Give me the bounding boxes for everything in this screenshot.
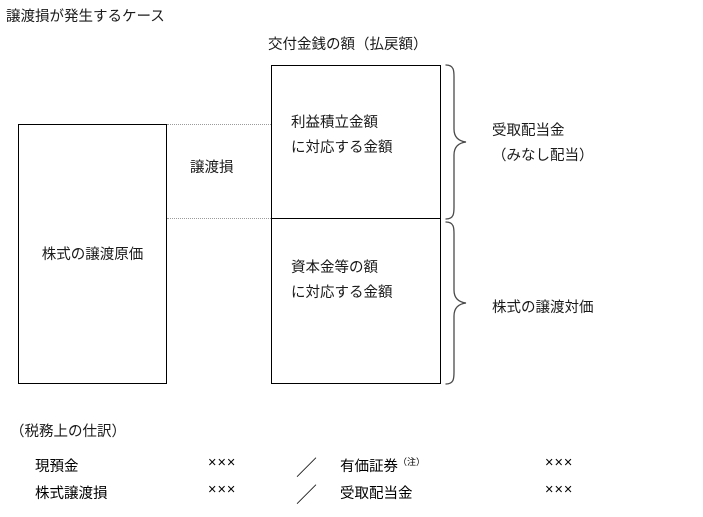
journal-credit-account: 有価証券（注） — [340, 455, 425, 476]
retained-earnings-portion-label: 利益積立金額 に対応する金額 — [291, 111, 393, 161]
journal-separator-slash: ／ — [296, 484, 317, 507]
transfer-loss-label: 譲渡損 — [190, 160, 234, 176]
journal-row: 株式譲渡損 ××× ／ 受取配当金 ××× — [0, 482, 703, 507]
journal-debit-account: 株式譲渡損 — [35, 486, 108, 502]
capital-portion-label: 資本金等の額 に対応する金額 — [291, 256, 393, 306]
share-transfer-consideration-line-1: 株式の譲渡対価 — [492, 300, 594, 316]
upper-brace-icon — [444, 63, 470, 226]
payout-amount-header: 交付金銭の額（払戻額） — [268, 37, 428, 53]
deemed-dividend-line-1: 受取配当金 — [492, 123, 565, 139]
journal-debit-amount: ××× — [208, 455, 237, 471]
journal-credit-account-text: 受取配当金 — [340, 486, 413, 502]
share-transfer-cost-label: 株式の譲渡原価 — [41, 247, 144, 263]
page-title: 譲渡損が発生するケース — [6, 9, 165, 25]
journal-credit-amount: ××× — [545, 455, 574, 471]
lower-brace-icon — [444, 220, 470, 391]
deemed-dividend-line-2: （みなし配当） — [492, 147, 594, 164]
journal-debit-account: 現預金 — [35, 459, 79, 475]
capital-line-2: に対応する金額 — [291, 284, 393, 301]
payout-box-divider — [271, 218, 441, 219]
journal-section-heading: （税務上の仕訳） — [10, 424, 126, 440]
journal-row: 現預金 ××× ／ 有価証券（注） ××× — [0, 455, 703, 480]
journal-credit-amount: ××× — [545, 482, 574, 498]
journal-separator-slash: ／ — [296, 457, 317, 480]
capital-line-1: 資本金等の額 — [291, 260, 378, 276]
connector-line-middle — [167, 218, 271, 219]
connector-line-top — [167, 124, 271, 125]
deemed-dividend-label: 受取配当金 （みなし配当） — [492, 119, 594, 169]
payout-amount-box — [271, 65, 441, 384]
share-transfer-consideration-label: 株式の譲渡対価 — [492, 296, 594, 321]
footnote-marker: （注） — [398, 457, 426, 468]
journal-credit-account: 受取配当金 — [340, 482, 413, 503]
share-transfer-cost-box — [18, 124, 167, 384]
retained-earnings-line-1: 利益積立金額 — [291, 115, 378, 131]
journal-debit-amount: ××× — [208, 482, 237, 498]
retained-earnings-line-2: に対応する金額 — [291, 139, 393, 156]
journal-credit-account-text: 有価証券 — [340, 459, 398, 475]
